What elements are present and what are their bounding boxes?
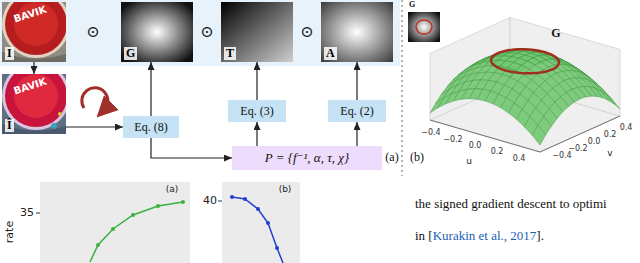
- panel-label: (b): [279, 185, 292, 195]
- tick-label: 0.2: [491, 148, 504, 157]
- tick-label: 40: [203, 195, 217, 207]
- box-text: Eq. (8): [134, 120, 167, 135]
- panel-separator: [402, 0, 403, 176]
- tick-label: 0.4: [513, 154, 526, 163]
- flow-arrow: [66, 126, 123, 127]
- axis-label: v: [607, 149, 612, 159]
- tick-label: 0.0: [469, 142, 482, 151]
- gaussian-map: G: [121, 2, 193, 62]
- axis-label: u: [466, 157, 472, 167]
- tick-label: −0.2: [568, 145, 587, 154]
- plot-pane: [430, 84, 620, 152]
- body-text: the signed gradient descent to optimi: [415, 197, 607, 211]
- tick-label: 0.2: [604, 130, 617, 139]
- image-label: A: [324, 47, 337, 60]
- chart-a: [36, 182, 190, 263]
- axis-title: rate: [4, 221, 16, 243]
- tick-label: 35: [20, 207, 34, 219]
- texture-map: T: [221, 2, 293, 62]
- operator-symbol: ⊙: [86, 23, 99, 41]
- body-text: in [: [415, 229, 433, 243]
- region-ring: [491, 49, 559, 73]
- box-text: Eq. (2): [340, 104, 373, 119]
- citation-link: Kurakin et al., 2017: [433, 229, 537, 243]
- surface-plot: [430, 18, 620, 153]
- attenuation-map: A: [321, 2, 393, 62]
- image-label: Î: [5, 119, 14, 132]
- surface-label: G: [551, 27, 560, 40]
- flow-arrow: [33, 62, 34, 74]
- panel-label: (a): [166, 185, 179, 195]
- tick-label: −0.2: [443, 135, 462, 144]
- tick-label: −0.4: [421, 129, 440, 138]
- tick-label: 0.4: [620, 123, 633, 132]
- tick-label: 0.0: [588, 138, 601, 147]
- box-text: Eq. (3): [240, 104, 273, 119]
- flow-arrow: [151, 138, 232, 158]
- chart-b: [218, 182, 300, 263]
- image-label: I: [5, 47, 14, 60]
- surface-patch: [532, 125, 546, 145]
- equation-box: Eq. (8): [123, 116, 179, 138]
- flow-arrow: [356, 122, 357, 146]
- iteration-arrow: [82, 88, 108, 110]
- plot-axis: [430, 116, 620, 152]
- image-label: G: [124, 47, 137, 60]
- surface-patch: [606, 94, 620, 109]
- panel-label: (b): [410, 151, 424, 164]
- flow-arrow: [356, 62, 357, 100]
- plot-pane: [510, 18, 620, 117]
- flow-arrow: [150, 62, 151, 116]
- operator-symbol: ⊙: [200, 23, 213, 41]
- operator-symbol: ⊙: [300, 23, 313, 41]
- image-label: T: [224, 47, 236, 60]
- box-text: P = {f⁻¹, α, τ, χ}: [265, 150, 349, 166]
- flow-arrow: [256, 62, 257, 100]
- inset-label: G: [409, 1, 415, 10]
- flow-arrow: [256, 122, 257, 146]
- equation-box: Eq. (2): [328, 100, 386, 122]
- tick-label: −0.4: [552, 152, 571, 161]
- inset-image: [408, 12, 440, 42]
- equation-box: Eq. (3): [228, 100, 286, 122]
- text-line: in [Kurakin et al., 2017].: [415, 229, 544, 243]
- panel-label: (a): [385, 151, 398, 164]
- parameter-box: P = {f⁻¹, α, τ, χ}: [232, 146, 382, 170]
- body-text: ].: [536, 229, 544, 243]
